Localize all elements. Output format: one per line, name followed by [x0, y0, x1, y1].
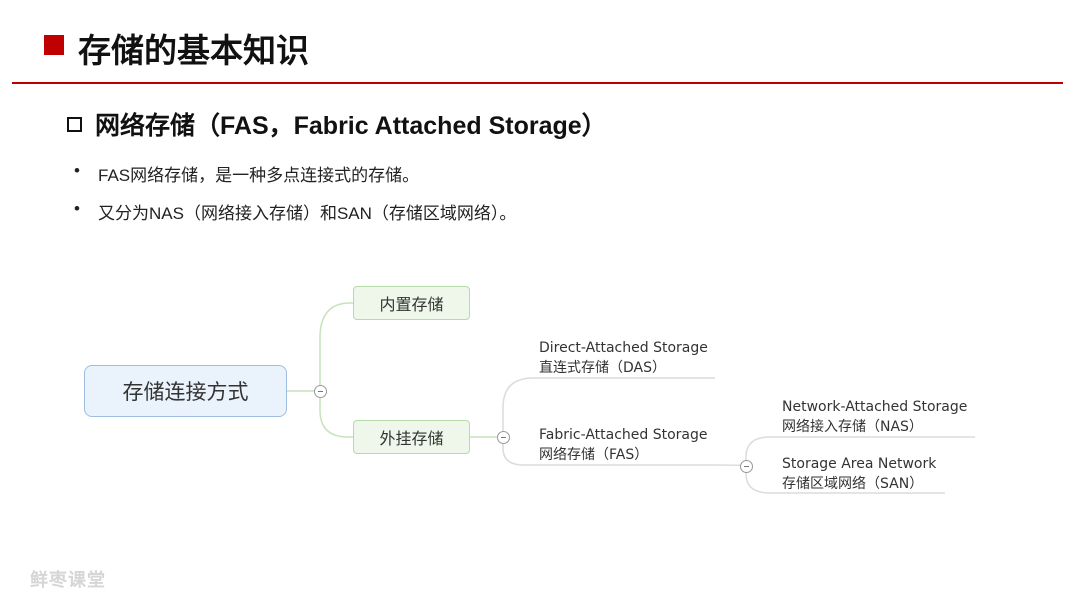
- connector-das: [502, 377, 715, 437]
- bullet-dot: •: [74, 161, 80, 180]
- connector-internal: [319, 302, 353, 391]
- section-title: 网络存储（FAS，Fabric Attached Storage）: [95, 112, 607, 140]
- mindmap-node-external-storage[interactable]: 外挂存储: [353, 420, 470, 454]
- collapse-root-icon[interactable]: [314, 385, 327, 398]
- title-square-icon: [44, 35, 64, 55]
- mindmap-root-node[interactable]: 存储连接方式: [84, 365, 287, 417]
- nas-label-en: Network-Attached Storage: [782, 399, 968, 415]
- collapse-fas-icon[interactable]: [740, 460, 753, 473]
- connector-external: [319, 391, 353, 438]
- das-label-en: Direct-Attached Storage: [539, 340, 708, 356]
- fas-label-en: Fabric-Attached Storage: [539, 427, 708, 443]
- das-label-cn: 直连式存储（DAS）: [539, 360, 666, 376]
- mindmap-node-internal-storage[interactable]: 内置存储: [353, 286, 470, 320]
- connector-nas: [745, 436, 975, 466]
- title-divider: [12, 82, 1063, 84]
- connector-san: [745, 466, 945, 494]
- page-title: 存储的基本知识: [78, 32, 309, 69]
- section-square-icon: [67, 117, 82, 132]
- bullet-text: 又分为NAS（网络接入存储）和SAN（存储区域网络）。: [98, 204, 517, 223]
- bullet-dot: •: [74, 199, 80, 218]
- san-label-cn: 存储区域网络（SAN）: [782, 476, 924, 492]
- bullet-text: FAS网络存储，是一种多点连接式的存储。: [98, 166, 420, 185]
- fas-label-cn: 网络存储（FAS）: [539, 447, 649, 463]
- watermark-logo: 鲜枣课堂: [30, 570, 106, 590]
- san-label-en: Storage Area Network: [782, 456, 937, 472]
- collapse-external-icon[interactable]: [497, 431, 510, 444]
- nas-label-cn: 网络接入存储（NAS）: [782, 419, 923, 435]
